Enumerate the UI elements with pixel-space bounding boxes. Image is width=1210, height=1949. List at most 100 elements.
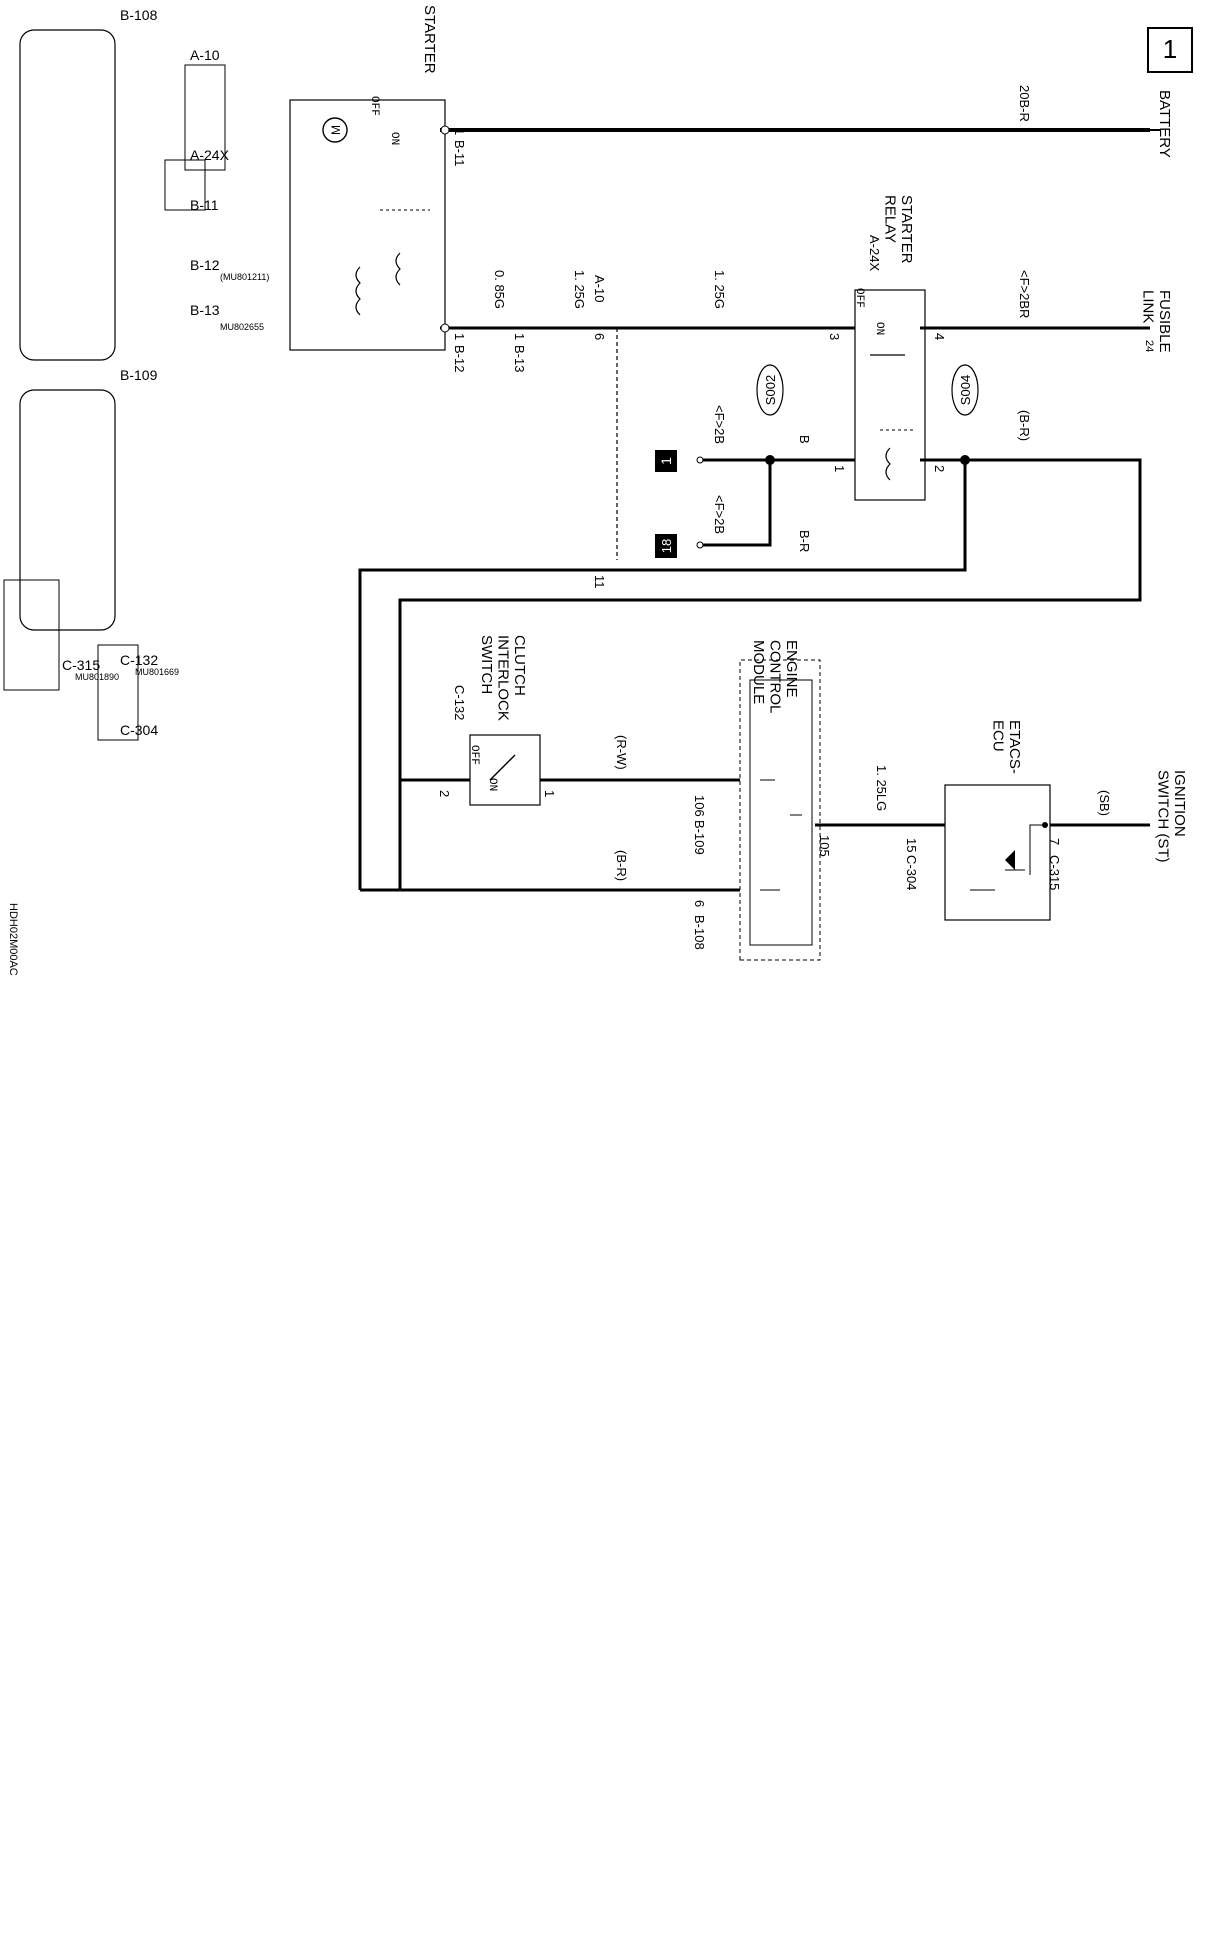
- pin-1-clutch: 1: [542, 790, 557, 797]
- legend-c304: C-304: [120, 722, 158, 738]
- connector-tags: B-11 B-12 B-13 A-10 A-24X C-132 B-109 B-…: [452, 140, 1062, 950]
- starter-on-label: ON: [388, 132, 400, 145]
- wire-group: [358, 128, 1150, 892]
- legend-b13: B-13: [190, 302, 220, 318]
- wire-f2b-1: <F>2B: [712, 405, 727, 444]
- switch-state-labels: OFF ON OFF ON OFF ON: [368, 96, 885, 791]
- s002-label: S002: [763, 375, 778, 405]
- ground-18-badge: [655, 534, 677, 558]
- tag-b108: B-108: [692, 915, 707, 950]
- clutch-switch-box: [469, 734, 541, 806]
- relay-on-label: ON: [873, 322, 885, 335]
- tag-c304: C-304: [904, 855, 919, 890]
- legend-a24x-block: [164, 159, 206, 211]
- page-number-box: 1: [1147, 27, 1193, 73]
- wire-085g: 0. 85G: [492, 270, 507, 309]
- starter-label: STARTER: [421, 5, 438, 74]
- pin-3: 3: [827, 333, 842, 340]
- s004-label: S004: [958, 375, 973, 405]
- wire-br2: (B-R): [614, 850, 629, 881]
- pin-11: 11: [592, 575, 607, 589]
- wire-sb: (SB): [1097, 790, 1112, 816]
- tag-b11: B-11: [452, 140, 467, 167]
- fusible-link-label: FUSIBLELINK: [1140, 290, 1174, 353]
- tag-c315: C-315: [1047, 855, 1062, 890]
- pin-105: 105: [817, 835, 832, 857]
- starter-terminal-b12: [440, 323, 450, 333]
- wire-125g: 1. 25G: [572, 270, 587, 309]
- clutch-on-label: ON: [486, 778, 498, 791]
- component-labels: BATTERY FUSIBLELINK 24 STARTER STARTERRE…: [421, 5, 1188, 862]
- legend-c132: C-132: [120, 652, 158, 668]
- pin-2-clutch: 2: [437, 790, 452, 797]
- ignition-label: IGNITIONSWITCH (ST): [1155, 770, 1189, 862]
- ecm-box: [739, 659, 821, 961]
- wire-rw: (R-W): [614, 735, 629, 770]
- legend-b108: B-108: [120, 7, 158, 23]
- legend-mu-c315: MU801890: [75, 672, 119, 682]
- ground-1-label: 1: [658, 457, 674, 465]
- ground-1-terminal: [696, 456, 704, 464]
- tag-c132: C-132: [452, 685, 467, 720]
- pin-106: 106: [692, 795, 707, 817]
- legend-mu-c132: MU801669: [135, 667, 179, 677]
- ground-18-terminal: [696, 541, 704, 549]
- legend-mu-b12: (MU801211): [220, 272, 269, 282]
- legend-c304-block: [97, 644, 139, 741]
- pin-1-relay: 1: [832, 465, 847, 472]
- ecm-inner-box: [749, 679, 813, 946]
- legend-a10: A-10: [190, 47, 220, 63]
- wire-f2br: <F>2BR: [1017, 270, 1032, 318]
- wire-labels: 20B-R <F>2BR (B-R) 1. 25G 1. 25G 0. 85G …: [492, 85, 1112, 881]
- pin-4: 4: [932, 333, 947, 340]
- wire-s004-down: [358, 460, 967, 890]
- tag-a24x: A-24X: [867, 235, 882, 271]
- wire-br-paren: (B-R): [1017, 410, 1032, 441]
- legend-part-numbers: (MU801211) MU802655 MU801669 MU801890: [75, 272, 269, 682]
- wire-br: B-R: [797, 530, 812, 552]
- starter-box: [289, 99, 446, 351]
- svg-text:M: M: [329, 125, 343, 135]
- s004-callout: [951, 364, 979, 416]
- battery-label-text: BATTERY: [1156, 90, 1173, 158]
- fusible-link-num: 24: [1143, 340, 1155, 352]
- tag-b12: B-12: [452, 345, 467, 372]
- starter-terminal-1: [440, 125, 450, 135]
- legend-b108-block: [19, 29, 116, 361]
- pin-numbers: 1 1 1 6 11 3 4 1 2 1 2 106 6 105 15 7: [437, 128, 1062, 907]
- wire-125g-top: 1. 25G: [712, 270, 727, 309]
- wire-f2b-2: <F>2B: [712, 495, 727, 534]
- splice-s002: [765, 455, 775, 465]
- pin-6-ecm: 6: [692, 900, 707, 907]
- clutch-switch-label: CLUTCHINTERLOCKSWITCH: [478, 635, 528, 721]
- pin-2-relay: 2: [932, 465, 947, 472]
- tag-b109: B-109: [692, 820, 707, 855]
- starter-off-label: OFF: [368, 96, 380, 116]
- relay-off-label: OFF: [853, 288, 865, 308]
- legend-c315-block: [3, 579, 60, 691]
- legend-b11: B-11: [190, 197, 219, 213]
- legend-b109: B-109: [120, 367, 158, 383]
- wire-125lg: 1. 25LG: [874, 765, 889, 811]
- ground-1-badge: [655, 450, 677, 472]
- ecm-label: ENGINECONTROLMODULE: [750, 640, 800, 713]
- pin-7: 7: [1047, 838, 1062, 845]
- pin-15: 15: [904, 838, 919, 852]
- image-code: HDH02M00AC: [7, 903, 19, 976]
- page-number: 1: [1163, 34, 1177, 64]
- starter-relay-box: [854, 289, 926, 501]
- s002-callout: [756, 364, 784, 416]
- wire-br-relay2: [398, 458, 1142, 890]
- ground-18-label: 18: [659, 539, 674, 553]
- pin-6-a10: 6: [592, 333, 607, 340]
- tag-a10: A-10: [592, 275, 607, 302]
- tag-b13: B-13: [512, 345, 527, 372]
- splice-s004: [960, 455, 970, 465]
- pin-1-b13: 1: [512, 333, 527, 340]
- starter-motor-icon: [322, 117, 348, 143]
- rotated-diagram: M S004 S002 1 18: [3, 7, 1160, 961]
- legend-b12: B-12: [190, 257, 220, 273]
- pin-1-b11: 1: [452, 128, 467, 135]
- clutch-off-label: OFF: [468, 745, 480, 765]
